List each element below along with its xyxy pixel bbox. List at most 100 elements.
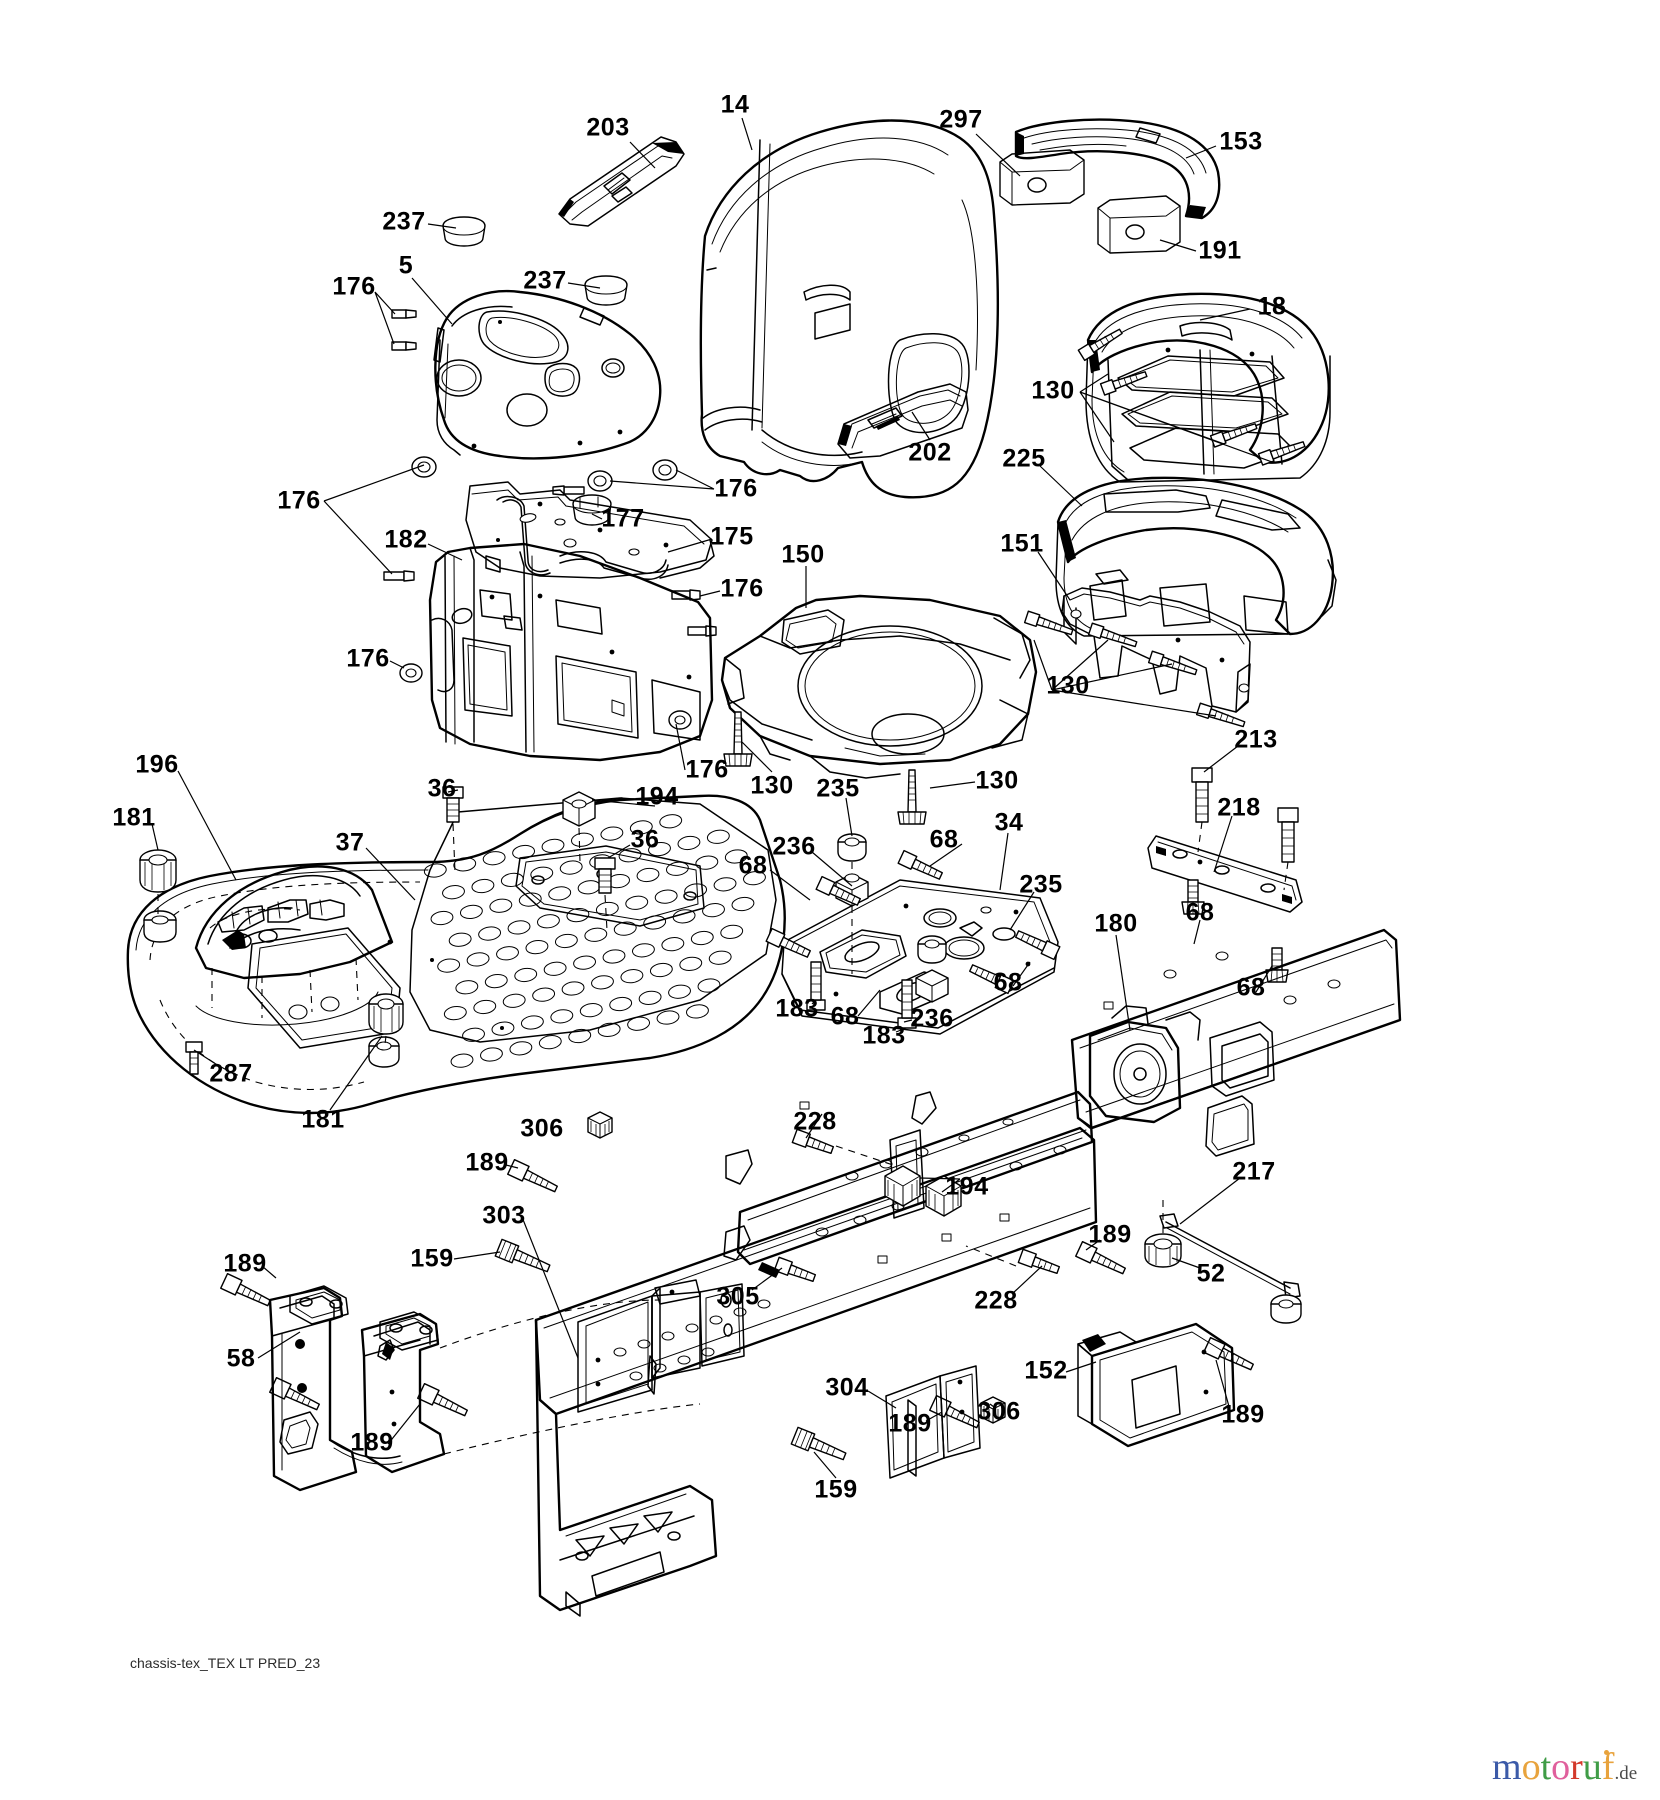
callout-303: 303 xyxy=(482,1201,526,1230)
part-191-bumper-pad xyxy=(1097,195,1181,254)
part-151-rear-bracket xyxy=(1061,587,1251,713)
fastener-36-bolt-a xyxy=(442,786,464,823)
callout-34: 34 xyxy=(994,808,1024,837)
callout-225: 225 xyxy=(1002,444,1046,473)
part-175-support-bracket xyxy=(465,481,715,580)
assembly-axis-213b xyxy=(1283,861,1289,891)
callout-194: 194 xyxy=(635,782,679,811)
callout-68: 68 xyxy=(738,851,768,880)
part-182-lower-dash xyxy=(428,542,714,762)
fastener-235-washer-a xyxy=(837,833,867,862)
watermark-tld: .de xyxy=(1614,1763,1638,1784)
part-58-bracket xyxy=(268,1285,701,1492)
assembly-axis-181b xyxy=(384,1035,387,1045)
fastener-189-screw-b xyxy=(220,1272,271,1307)
callout-153: 153 xyxy=(1219,127,1263,156)
callout-150: 150 xyxy=(781,540,825,569)
watermark-letter-4: r xyxy=(1570,1746,1583,1788)
callout-237: 237 xyxy=(523,266,567,295)
callout-36: 36 xyxy=(427,774,457,803)
callout-228: 228 xyxy=(974,1286,1018,1315)
callout-175: 175 xyxy=(710,522,754,551)
assembly-axis-36b xyxy=(604,894,608,931)
assembly-axis-228b xyxy=(965,1245,1017,1267)
fastener-181-bushing-c xyxy=(368,993,404,1035)
fastener-68-bolt-f xyxy=(1181,879,1205,915)
assembly-axis-194a xyxy=(578,827,581,863)
fastener-189-screw-d xyxy=(1203,1336,1254,1371)
fastener-176-washer-set xyxy=(383,456,717,730)
callout-217: 217 xyxy=(1232,1157,1276,1186)
fastener-287-bolt xyxy=(185,1041,203,1075)
watermark-letter-3: o xyxy=(1551,1746,1571,1788)
callout-159: 159 xyxy=(410,1244,454,1273)
watermark-letter-5: u xyxy=(1582,1746,1602,1788)
callout-202: 202 xyxy=(908,438,952,467)
callout-183: 183 xyxy=(775,994,819,1023)
callout-176: 176 xyxy=(685,755,729,784)
site-watermark: motoruf.de xyxy=(1492,1748,1637,1786)
fastener-130-group-center xyxy=(723,711,927,825)
fastener-189-screw-a xyxy=(507,1158,558,1193)
fastener-130-group-rear xyxy=(1023,610,1246,728)
assembly-axis-228a xyxy=(835,1145,897,1167)
callout-68: 68 xyxy=(929,825,959,854)
fastener-189-screw-c xyxy=(1075,1240,1126,1275)
callout-305: 305 xyxy=(716,1282,760,1311)
callout-191: 191 xyxy=(1198,236,1242,265)
callout-176: 176 xyxy=(332,272,376,301)
watermark-letter-0: m xyxy=(1492,1746,1522,1788)
callout-180: 180 xyxy=(1094,909,1138,938)
callout-189: 189 xyxy=(1221,1400,1265,1429)
part-196-pad xyxy=(194,865,394,1026)
part-14-hood xyxy=(699,119,999,499)
part-203-trim-strip xyxy=(558,136,685,227)
part-37-floor-pan xyxy=(126,794,786,1115)
fastener-183-bolt-d xyxy=(1277,807,1299,863)
fastener-68-bolt-a xyxy=(897,849,943,880)
callout-194: 194 xyxy=(945,1172,989,1201)
callout-189: 189 xyxy=(350,1428,394,1457)
part-303-bracket xyxy=(577,1279,745,1413)
fastener-194-nut-b xyxy=(884,1165,921,1207)
callout-237: 237 xyxy=(382,207,426,236)
fastener-176-group-top xyxy=(391,309,417,351)
fastener-189-screw-f xyxy=(269,1376,320,1411)
callout-297: 297 xyxy=(939,105,983,134)
callout-189: 189 xyxy=(1088,1220,1132,1249)
callout-218: 218 xyxy=(1217,793,1261,822)
fastener-159-bolt-b xyxy=(790,1426,847,1461)
fastener-183-bolt-c xyxy=(1191,767,1213,823)
callout-151: 151 xyxy=(1000,529,1044,558)
watermark-accent-dot xyxy=(1604,1750,1609,1755)
callout-203: 203 xyxy=(586,113,630,142)
callout-5: 5 xyxy=(398,251,414,280)
part-152-bracket xyxy=(1077,1322,1236,1448)
callout-182: 182 xyxy=(384,525,428,554)
callout-130: 130 xyxy=(975,766,1019,795)
callout-14: 14 xyxy=(720,90,750,119)
leader-lines xyxy=(151,117,1273,1479)
fastener-130-group-grille xyxy=(1077,328,1306,466)
assembly-axis-36a xyxy=(452,823,456,873)
fastener-306-nut-b xyxy=(980,1396,1006,1424)
part-180-frame xyxy=(534,928,1402,1617)
callout-183: 183 xyxy=(862,1021,906,1050)
callout-159: 159 xyxy=(814,1475,858,1504)
fastener-68-bolt-b xyxy=(815,875,861,906)
callout-176: 176 xyxy=(714,474,758,503)
callout-68: 68 xyxy=(1185,898,1215,927)
fastener-236-nut-b xyxy=(915,969,949,1003)
part-304-bracket xyxy=(885,1365,981,1479)
part-150-blower-housing xyxy=(720,594,1038,779)
part-5-dash-panel xyxy=(433,290,662,460)
callout-236: 236 xyxy=(772,832,816,861)
fastener-181-bushing-a xyxy=(139,849,177,893)
fastener-68-bolt-d xyxy=(1015,930,1061,961)
part-218-mount-strap xyxy=(1147,835,1303,913)
fastener-194-nut-a xyxy=(562,791,596,827)
callout-152: 152 xyxy=(1024,1356,1068,1385)
fastener-306-nut-a xyxy=(587,1111,613,1139)
fastener-68-bolt-e xyxy=(969,964,1015,995)
